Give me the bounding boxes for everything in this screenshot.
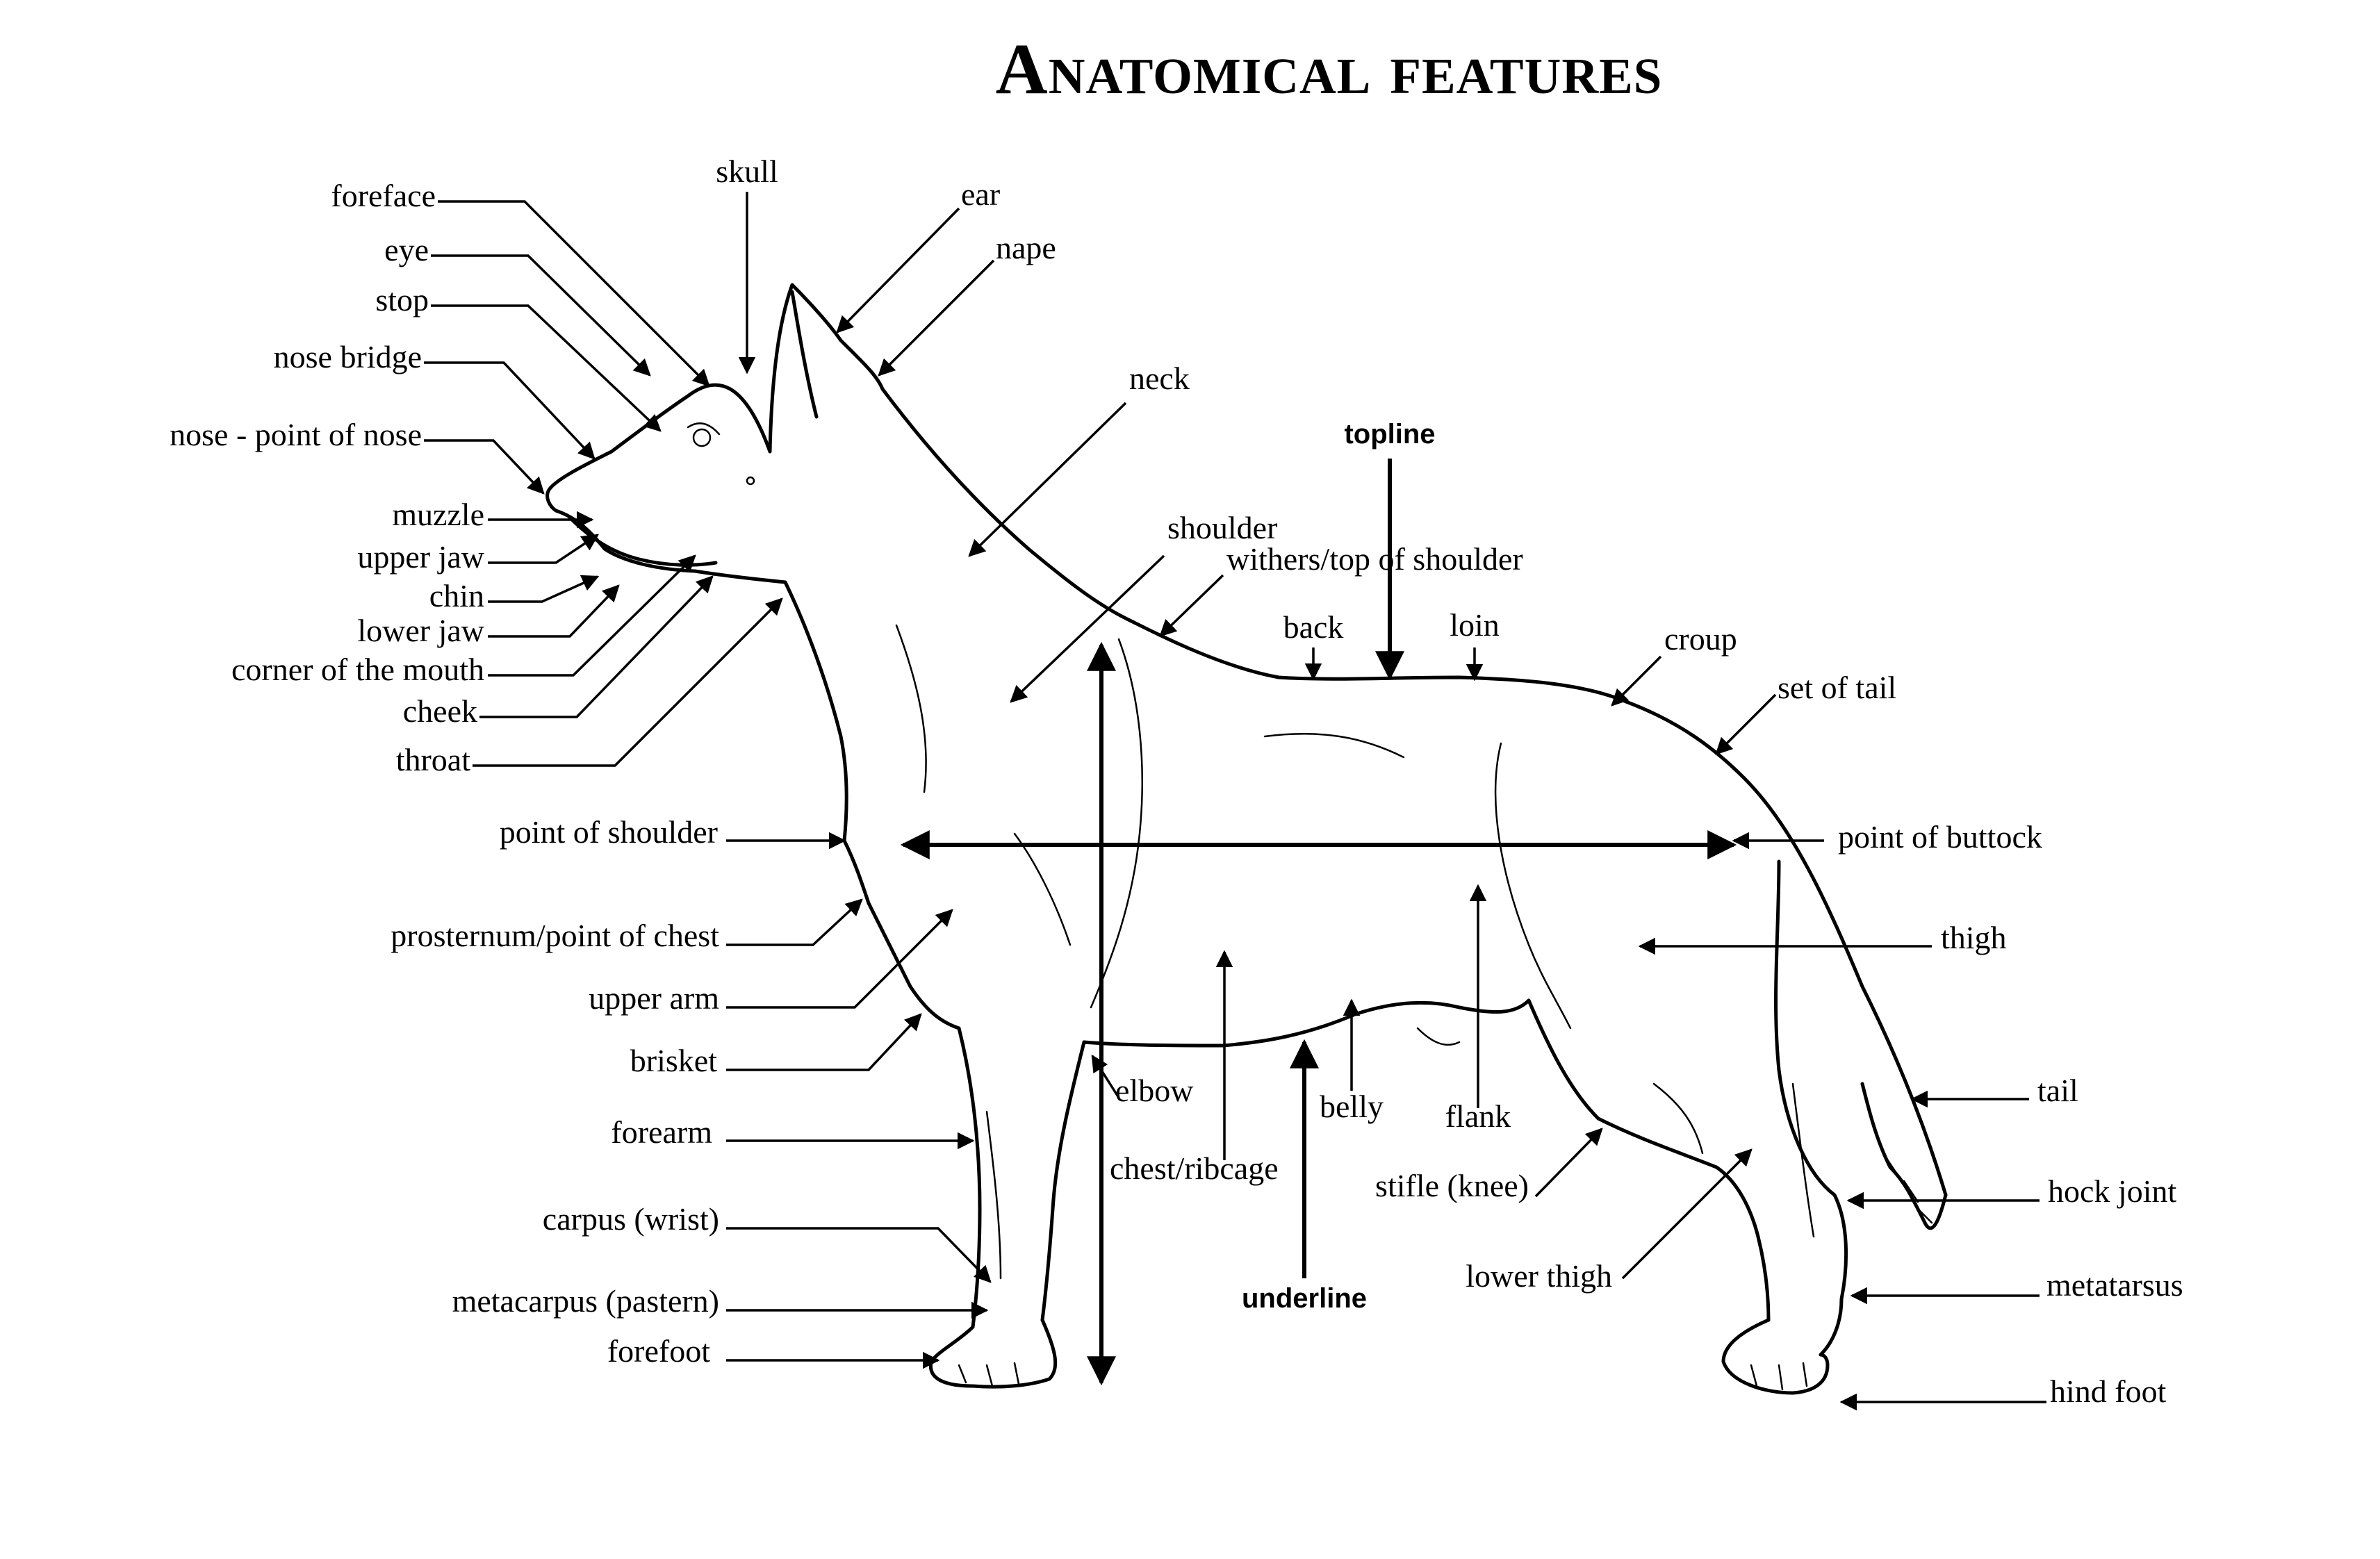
label-chest-ribcage: chest/ribcage	[1110, 1150, 1279, 1186]
dog-foreleg-front	[957, 1026, 982, 1329]
label-nape: nape	[996, 230, 1056, 265]
dog-front-neck	[783, 580, 848, 843]
label-metacarpus: metacarpus (pastern)	[452, 1283, 719, 1319]
label-muzzle: muzzle	[392, 497, 484, 532]
label-loin: loin	[1450, 607, 1500, 643]
dog-illustration	[545, 283, 1948, 1395]
label-topline: topline	[1344, 419, 1435, 449]
labels: foreface eye stop nose bridge nose - poi…	[170, 154, 2183, 1409]
label-lower-thigh: lower thigh	[1466, 1258, 1612, 1294]
label-hock-joint: hock joint	[2048, 1173, 2176, 1209]
leader-lines	[424, 192, 2046, 1411]
label-lower-jaw: lower jaw	[357, 613, 484, 648]
dog-hind-leg-back	[1774, 859, 1848, 1301]
dog-foreleg-back	[1040, 1040, 1086, 1322]
label-skull: skull	[716, 154, 778, 189]
dog-hind-metatarsus	[1756, 1235, 1844, 1357]
dog-hind-foot	[1721, 1318, 1830, 1395]
label-shoulder: shoulder	[1167, 510, 1277, 545]
label-forearm: forearm	[611, 1114, 712, 1150]
label-forefoot: forefoot	[607, 1333, 710, 1369]
label-point-of-buttock: point of buttock	[1838, 819, 2042, 855]
label-stop: stop	[375, 282, 429, 317]
label-set-of-tail: set of tail	[1778, 670, 1896, 705]
label-prosternum: prosternum/point of chest	[391, 918, 719, 953]
dog-neck-back	[880, 387, 1128, 620]
label-upper-jaw: upper jaw	[357, 539, 484, 575]
diagram-title: Anatomical features	[995, 29, 1663, 109]
label-withers: withers/top of shoulder	[1226, 541, 1523, 577]
label-upper-arm: upper arm	[589, 980, 719, 1016]
dog-tail-bottom	[1860, 1082, 1948, 1230]
label-point-of-shoulder: point of shoulder	[500, 814, 718, 850]
label-stifle: stifle (knee)	[1375, 1168, 1529, 1203]
label-foreface: foreface	[331, 178, 436, 213]
dog-chest	[842, 839, 961, 1030]
label-hind-foot: hind foot	[2050, 1374, 2167, 1409]
label-chin: chin	[429, 578, 484, 613]
label-nose: nose - point of nose	[170, 417, 422, 452]
label-flank: flank	[1445, 1098, 1511, 1134]
label-nose-bridge: nose bridge	[274, 339, 422, 374]
label-underline: underline	[1242, 1283, 1367, 1314]
label-tail: tail	[2037, 1073, 2078, 1108]
dog-ear	[768, 283, 885, 454]
label-eye: eye	[384, 232, 429, 267]
dog-tail-top	[1742, 776, 1948, 1197]
label-ear: ear	[961, 176, 1000, 212]
label-neck: neck	[1129, 361, 1190, 396]
label-brisket: brisket	[630, 1043, 717, 1078]
dog-forefoot	[928, 1318, 1058, 1389]
dog-eye	[692, 428, 712, 447]
dog-underline	[1082, 998, 1531, 1048]
label-metatarsus: metatarsus	[2046, 1267, 2183, 1303]
label-thigh: thigh	[1941, 920, 2007, 955]
label-belly: belly	[1320, 1089, 1384, 1124]
dog-ear-inner	[790, 290, 819, 419]
label-back: back	[1283, 609, 1344, 645]
label-throat: throat	[396, 742, 471, 777]
dog-topline	[1124, 616, 1746, 780]
label-cheek: cheek	[403, 693, 477, 729]
label-carpus: carpus (wrist)	[543, 1201, 719, 1237]
dog-hind-leg-front	[1527, 998, 1760, 1239]
label-croup: croup	[1664, 621, 1737, 657]
label-corner-of-mouth: corner of the mouth	[231, 652, 484, 687]
label-elbow: elbow	[1115, 1073, 1194, 1108]
